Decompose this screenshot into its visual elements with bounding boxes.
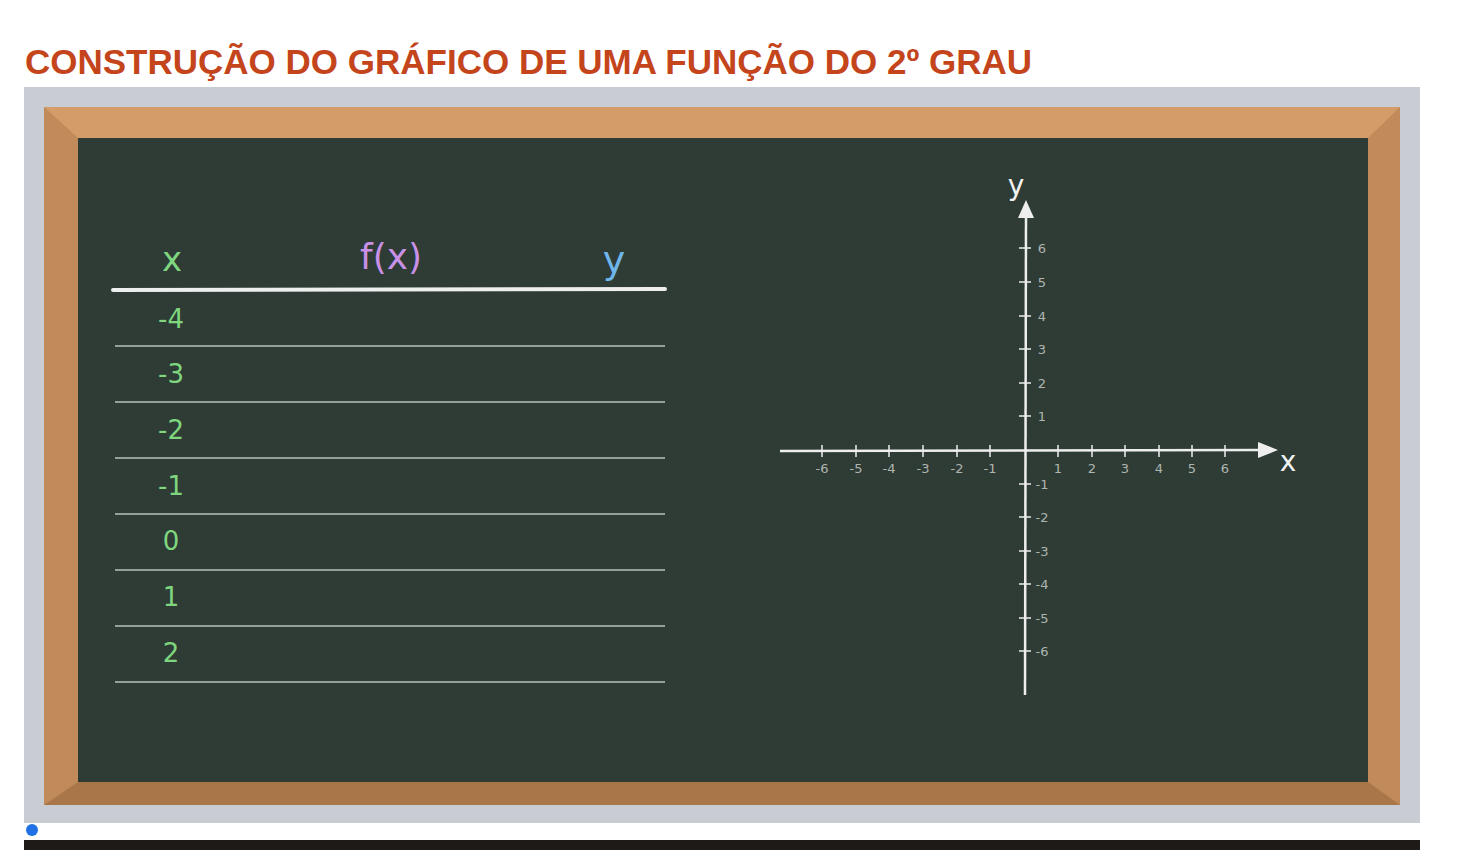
tick-label: 2 bbox=[1038, 377, 1046, 390]
x-value: 2 bbox=[163, 640, 180, 666]
tick-label: -2 bbox=[1036, 511, 1049, 524]
axis-name: x bbox=[1280, 448, 1297, 476]
table-header: x bbox=[162, 242, 182, 276]
board bbox=[78, 138, 1368, 782]
video-bar bbox=[24, 840, 1420, 850]
tick-label: -1 bbox=[984, 462, 997, 475]
tick-label: -5 bbox=[1036, 612, 1049, 625]
tick-label: -4 bbox=[1036, 578, 1049, 591]
tick-label: 5 bbox=[1038, 276, 1046, 289]
axis-name: y bbox=[1008, 172, 1025, 200]
axes bbox=[780, 200, 1278, 695]
tick-label: 4 bbox=[1155, 462, 1163, 475]
tick-label: -5 bbox=[850, 462, 863, 475]
wall bbox=[24, 87, 1420, 823]
x-value: -3 bbox=[158, 361, 184, 387]
tick-label: -6 bbox=[816, 462, 829, 475]
tick-label: 3 bbox=[1121, 462, 1129, 475]
tick-label: 5 bbox=[1188, 462, 1196, 475]
x-value: -4 bbox=[158, 306, 184, 332]
table-header: y bbox=[603, 241, 626, 279]
tick-label: 6 bbox=[1038, 242, 1046, 255]
tick-label: -3 bbox=[917, 462, 930, 475]
tick-label: 4 bbox=[1038, 310, 1046, 323]
tick-label: 2 bbox=[1088, 462, 1096, 475]
x-value: 0 bbox=[163, 528, 180, 554]
wood-frame bbox=[44, 107, 1400, 805]
tick-label: -2 bbox=[951, 462, 964, 475]
tick-label: 6 bbox=[1221, 462, 1229, 475]
tick-label: 3 bbox=[1038, 343, 1046, 356]
tick-label: -4 bbox=[883, 462, 896, 475]
tick-label: -1 bbox=[1036, 478, 1049, 491]
tick-label: 1 bbox=[1038, 410, 1046, 423]
page-title: CONSTRUÇÃO DO GRÁFICO DE UMA FUNÇÃO DO 2… bbox=[25, 42, 1032, 82]
tick-label: 1 bbox=[1054, 462, 1062, 475]
x-value: -1 bbox=[158, 473, 184, 499]
tick-label: -6 bbox=[1036, 645, 1049, 658]
x-value: -2 bbox=[158, 417, 184, 443]
table-header: f(x) bbox=[360, 239, 422, 275]
table-lines bbox=[113, 289, 665, 682]
x-value: 1 bbox=[163, 584, 180, 610]
progress-dot bbox=[26, 824, 38, 836]
tick-label: -3 bbox=[1036, 545, 1049, 558]
